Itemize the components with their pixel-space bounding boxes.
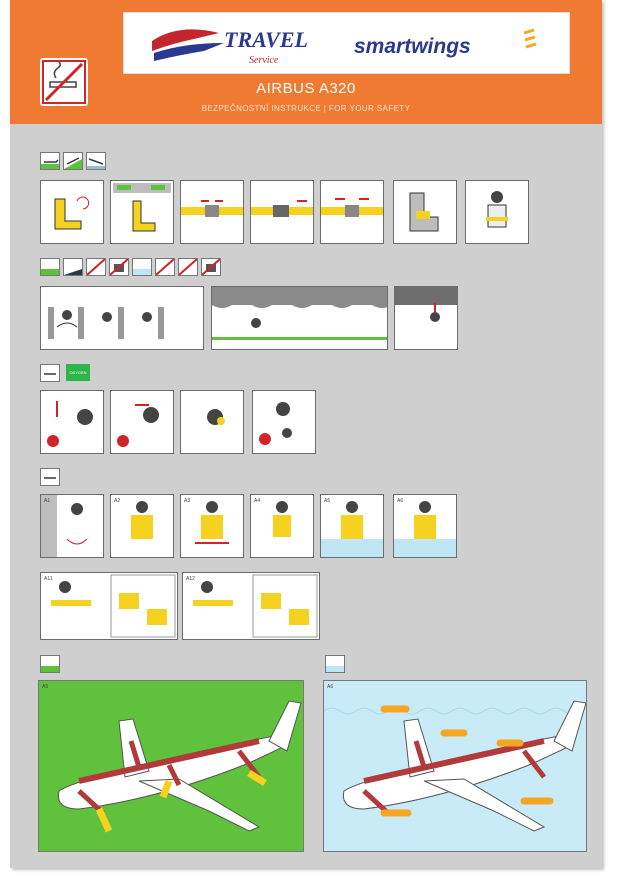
ground-landing-icon bbox=[63, 258, 83, 276]
cruise-icon bbox=[40, 364, 60, 382]
no-baggage-icon bbox=[109, 258, 129, 276]
smoke-crawl-panel bbox=[211, 286, 388, 350]
vest-location-panel: A1 bbox=[40, 494, 104, 558]
svg-text:Service: Service bbox=[249, 55, 279, 66]
card-subtitle: BEZPEČNOSTNÍ INSTRUKCE | FOR YOUR SAFETY bbox=[201, 104, 411, 113]
taxi-icon bbox=[40, 152, 60, 170]
seatbelt-fasten-panel bbox=[180, 180, 244, 244]
aircraft-title: AIRBUS A320 bbox=[256, 80, 356, 97]
brace-position-panel bbox=[40, 286, 204, 350]
no-heels-icon bbox=[86, 258, 106, 276]
seatbelt-release-panel bbox=[320, 180, 384, 244]
no-smoking-icon bbox=[40, 58, 88, 106]
seatbelt-tighten-panel bbox=[250, 180, 314, 244]
oxygen-mask-fit-panel bbox=[180, 390, 244, 454]
oxygen-mask-child-panel bbox=[252, 390, 316, 454]
infant-vest-panel-2: A12 bbox=[182, 572, 320, 640]
land-evacuation-icon bbox=[40, 655, 60, 673]
oxygen-mask-drop-panel bbox=[40, 390, 104, 454]
sea-icon bbox=[132, 258, 152, 276]
no-smoke-exit-icon bbox=[155, 258, 175, 276]
infant-belt-panel bbox=[465, 180, 529, 244]
travel-service-logo: TRAVEL Service smartwings bbox=[152, 27, 537, 66]
logo-panel: TRAVEL Service smartwings bbox=[123, 12, 570, 74]
tray-table-panel bbox=[110, 180, 174, 244]
sea-exit-diagram: A6 bbox=[323, 680, 587, 852]
infant-vest-panel-1: A11 bbox=[40, 572, 178, 640]
sea-evacuation-icon bbox=[325, 655, 345, 673]
safety-card: TRAVEL Service smartwings AIRBUS A320 BE… bbox=[10, 0, 602, 868]
ditching-icon bbox=[40, 468, 60, 486]
seat-upright-panel bbox=[40, 180, 104, 244]
land-exit-diagram: A5 bbox=[38, 680, 304, 852]
svg-text:smartwings: smartwings bbox=[354, 35, 471, 58]
vest-tighten-panel: A4 bbox=[250, 494, 314, 558]
header-band: TRAVEL Service smartwings AIRBUS A320 BE… bbox=[10, 0, 602, 124]
child-seat-panel bbox=[393, 180, 457, 244]
vest-donning-panel: A2 bbox=[110, 494, 174, 558]
svg-text:TRAVEL: TRAVEL bbox=[224, 27, 308, 52]
no-bag-sea-icon bbox=[201, 258, 221, 276]
oxygen-mask-pull-panel bbox=[110, 390, 174, 454]
takeoff-icon bbox=[63, 152, 83, 170]
landing-icon bbox=[86, 152, 106, 170]
water-landing-icon bbox=[40, 258, 60, 276]
vest-inflate-panel: A5 bbox=[320, 494, 384, 558]
oxygen-tag: OXYGEN bbox=[66, 364, 90, 381]
no-shoes-icon bbox=[178, 258, 198, 276]
vest-mouthpiece-panel: A6 bbox=[393, 494, 457, 558]
vest-strap-panel: A3 bbox=[180, 494, 244, 558]
exit-row-panel bbox=[394, 286, 458, 350]
